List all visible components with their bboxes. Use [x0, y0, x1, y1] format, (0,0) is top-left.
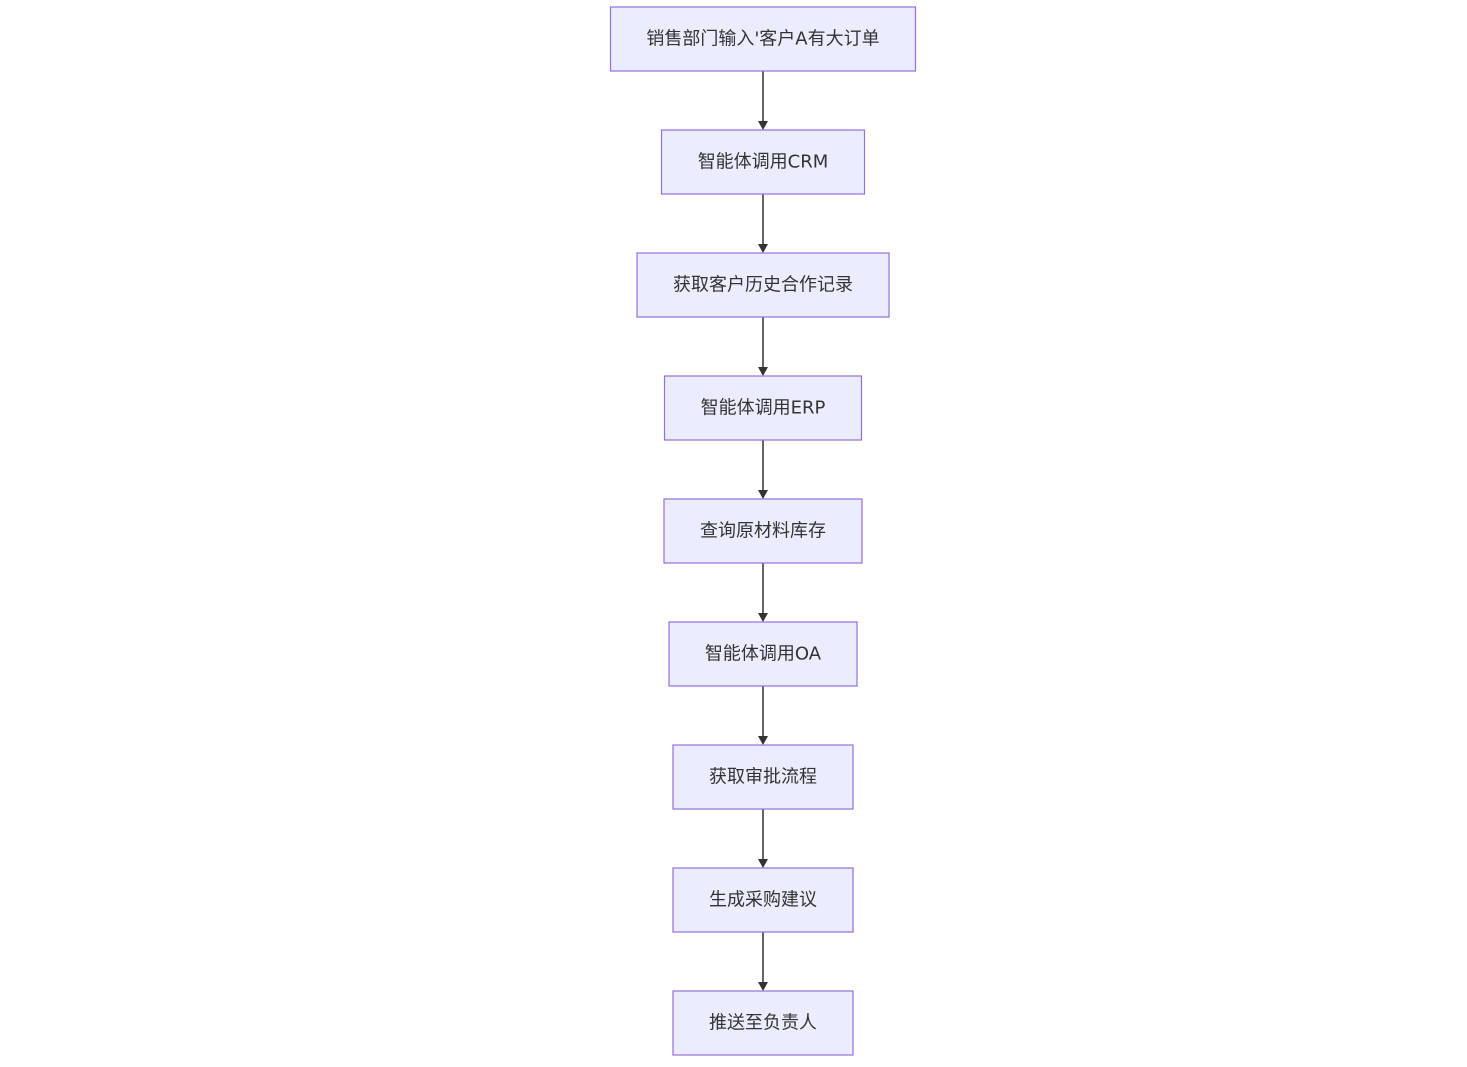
flow-node-n1: 销售部门输入'客户A有大订单 [609, 6, 917, 72]
flow-node-label: 生成采购建议 [709, 890, 817, 911]
arrow-down-icon [758, 736, 768, 745]
arrow-down-icon [758, 244, 768, 253]
flow-node-label: 智能体调用CRM [698, 152, 829, 173]
flow-node-box [672, 990, 854, 1056]
flow-edge-n4-n5 [758, 440, 768, 499]
flow-edge-n6-n7 [758, 686, 768, 745]
flow-edge-n8-n9 [758, 932, 768, 991]
flow-node-box [668, 621, 858, 687]
flow-node-label: 获取审批流程 [709, 767, 817, 788]
flow-edge-n5-n6 [758, 563, 768, 622]
flow-edge-n2-n3 [758, 194, 768, 253]
flow-edge-n3-n4 [758, 317, 768, 376]
flow-edge-n1-n2 [758, 71, 768, 130]
flow-node-label: 获取客户历史合作记录 [673, 275, 853, 296]
arrow-down-icon [758, 859, 768, 868]
flow-node-n7: 获取审批流程 [672, 744, 854, 810]
flow-node-box [663, 498, 863, 564]
arrow-down-icon [758, 613, 768, 622]
arrow-down-icon [758, 982, 768, 991]
flow-node-n9: 推送至负责人 [672, 990, 854, 1056]
arrow-down-icon [758, 490, 768, 499]
flow-node-n3: 获取客户历史合作记录 [636, 252, 890, 318]
flow-node-box [636, 252, 890, 318]
edges-layer [758, 71, 768, 991]
flow-node-label: 智能体调用ERP [701, 398, 826, 419]
flow-node-n8: 生成采购建议 [672, 867, 854, 933]
flow-node-box [660, 129, 866, 195]
flow-edge-n7-n8 [758, 809, 768, 868]
flow-node-n4: 智能体调用ERP [663, 375, 863, 441]
flow-node-box [672, 867, 854, 933]
flow-node-box [663, 375, 863, 441]
flow-node-box [672, 744, 854, 810]
flow-node-n2: 智能体调用CRM [660, 129, 866, 195]
flow-node-n5: 查询原材料库存 [663, 498, 863, 564]
flow-node-label: 智能体调用OA [705, 644, 822, 665]
flow-node-label: 查询原材料库存 [700, 521, 826, 542]
flow-node-n6: 智能体调用OA [668, 621, 858, 687]
flow-node-label: 销售部门输入'客户A有大订单 [646, 29, 879, 50]
arrow-down-icon [758, 121, 768, 130]
flow-node-box [609, 6, 917, 72]
flow-node-label: 推送至负责人 [709, 1013, 817, 1034]
arrow-down-icon [758, 367, 768, 376]
